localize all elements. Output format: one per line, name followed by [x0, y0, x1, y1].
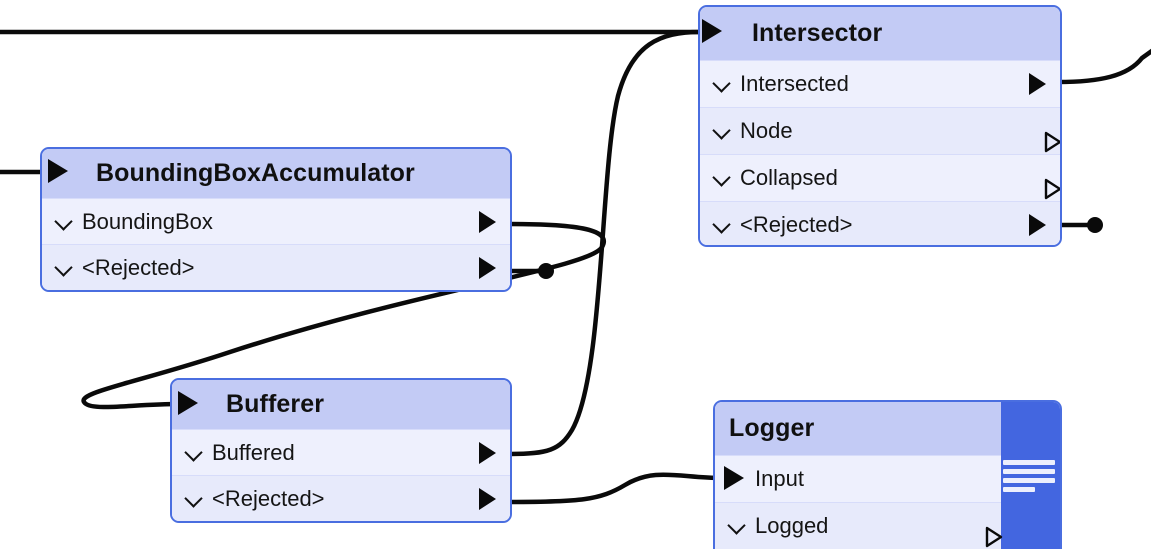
port-row-collapsed[interactable]: Collapsed — [700, 154, 1060, 201]
edge-bufferer-rejected-to-logger — [507, 472, 725, 505]
output-port-solid-triangle-icon[interactable] — [479, 256, 496, 279]
chevron-down-icon[interactable] — [712, 215, 732, 235]
output-port-solid-triangle-icon[interactable] — [1029, 214, 1046, 236]
node-logger-title: Logger — [729, 414, 815, 442]
port-label-boundingbox: BoundingBox — [82, 208, 213, 234]
chevron-down-icon[interactable] — [184, 443, 204, 463]
terminator-dot-bba-rejected — [538, 263, 554, 279]
port-row-logged[interactable]: Logged — [715, 502, 1003, 549]
port-label-node: Node — [740, 118, 793, 143]
node-intersector-header[interactable]: Intersector — [700, 7, 1060, 60]
node-bufferer-header[interactable]: Bufferer — [172, 380, 510, 429]
input-port-arrow-icon-boundingboxaccumulator[interactable] — [48, 159, 68, 183]
edge-intersected-offscreen — [1055, 48, 1151, 85]
chevron-down-icon[interactable] — [184, 489, 204, 509]
port-row-boundingbox[interactable]: BoundingBox — [42, 198, 510, 244]
node-bufferer[interactable]: Bufferer Buffered <Rejected> — [170, 378, 512, 523]
logger-accent-panel — [997, 402, 1060, 549]
output-port-solid-triangle-icon[interactable] — [479, 210, 496, 233]
node-boundingboxaccumulator-header[interactable]: BoundingBoxAccumulator — [42, 149, 510, 198]
chevron-down-icon[interactable] — [712, 74, 732, 94]
node-bufferer-title: Bufferer — [226, 390, 325, 418]
port-row-bufferer-rejected[interactable]: <Rejected> — [172, 475, 510, 521]
log-lines-icon — [1002, 459, 1055, 492]
port-label-logged: Logged — [755, 513, 829, 538]
chevron-down-icon[interactable] — [712, 168, 732, 188]
port-row-intersected[interactable]: Intersected — [700, 60, 1060, 107]
port-row-logger-input[interactable]: Input — [715, 455, 1001, 502]
node-logger[interactable]: Logger Input Logged — [713, 400, 1062, 549]
port-label-logger-input: Input — [755, 466, 804, 491]
port-label-bufferer-rejected: <Rejected> — [212, 485, 325, 511]
input-port-arrow-icon-bufferer[interactable] — [178, 391, 198, 415]
terminator-dot-intersector-rejected — [1087, 217, 1103, 233]
chevron-down-icon[interactable] — [712, 121, 732, 141]
node-boundingboxaccumulator[interactable]: BoundingBoxAccumulator BoundingBox <Reje… — [40, 147, 512, 292]
port-label-collapsed: Collapsed — [740, 165, 838, 190]
port-row-buffered[interactable]: Buffered — [172, 429, 510, 475]
port-label-bba-rejected: <Rejected> — [82, 254, 195, 280]
node-intersector[interactable]: Intersector Intersected Node Collapsed — [698, 5, 1062, 247]
port-row-bba-rejected[interactable]: <Rejected> — [42, 244, 510, 290]
output-port-solid-triangle-icon[interactable] — [479, 441, 496, 464]
input-port-arrow-icon-logger[interactable] — [724, 466, 744, 490]
node-boundingboxaccumulator-title: BoundingBoxAccumulator — [96, 159, 415, 187]
port-row-node[interactable]: Node — [700, 107, 1060, 154]
port-label-buffered: Buffered — [212, 439, 295, 465]
chevron-down-icon[interactable] — [54, 258, 74, 278]
port-label-intersected: Intersected — [740, 71, 849, 96]
edge-buffered-to-intersector — [507, 29, 703, 457]
chevron-down-icon[interactable] — [727, 516, 747, 536]
chevron-down-icon[interactable] — [54, 212, 74, 232]
port-row-rejected[interactable]: <Rejected> — [700, 201, 1060, 245]
port-label-rejected: <Rejected> — [740, 212, 853, 237]
output-port-solid-triangle-icon[interactable] — [479, 487, 496, 510]
node-logger-header[interactable]: Logger — [715, 402, 1001, 455]
output-port-solid-triangle-icon[interactable] — [1029, 73, 1046, 95]
input-port-arrow-icon-intersector[interactable] — [702, 19, 722, 43]
node-intersector-title: Intersector — [752, 19, 883, 47]
